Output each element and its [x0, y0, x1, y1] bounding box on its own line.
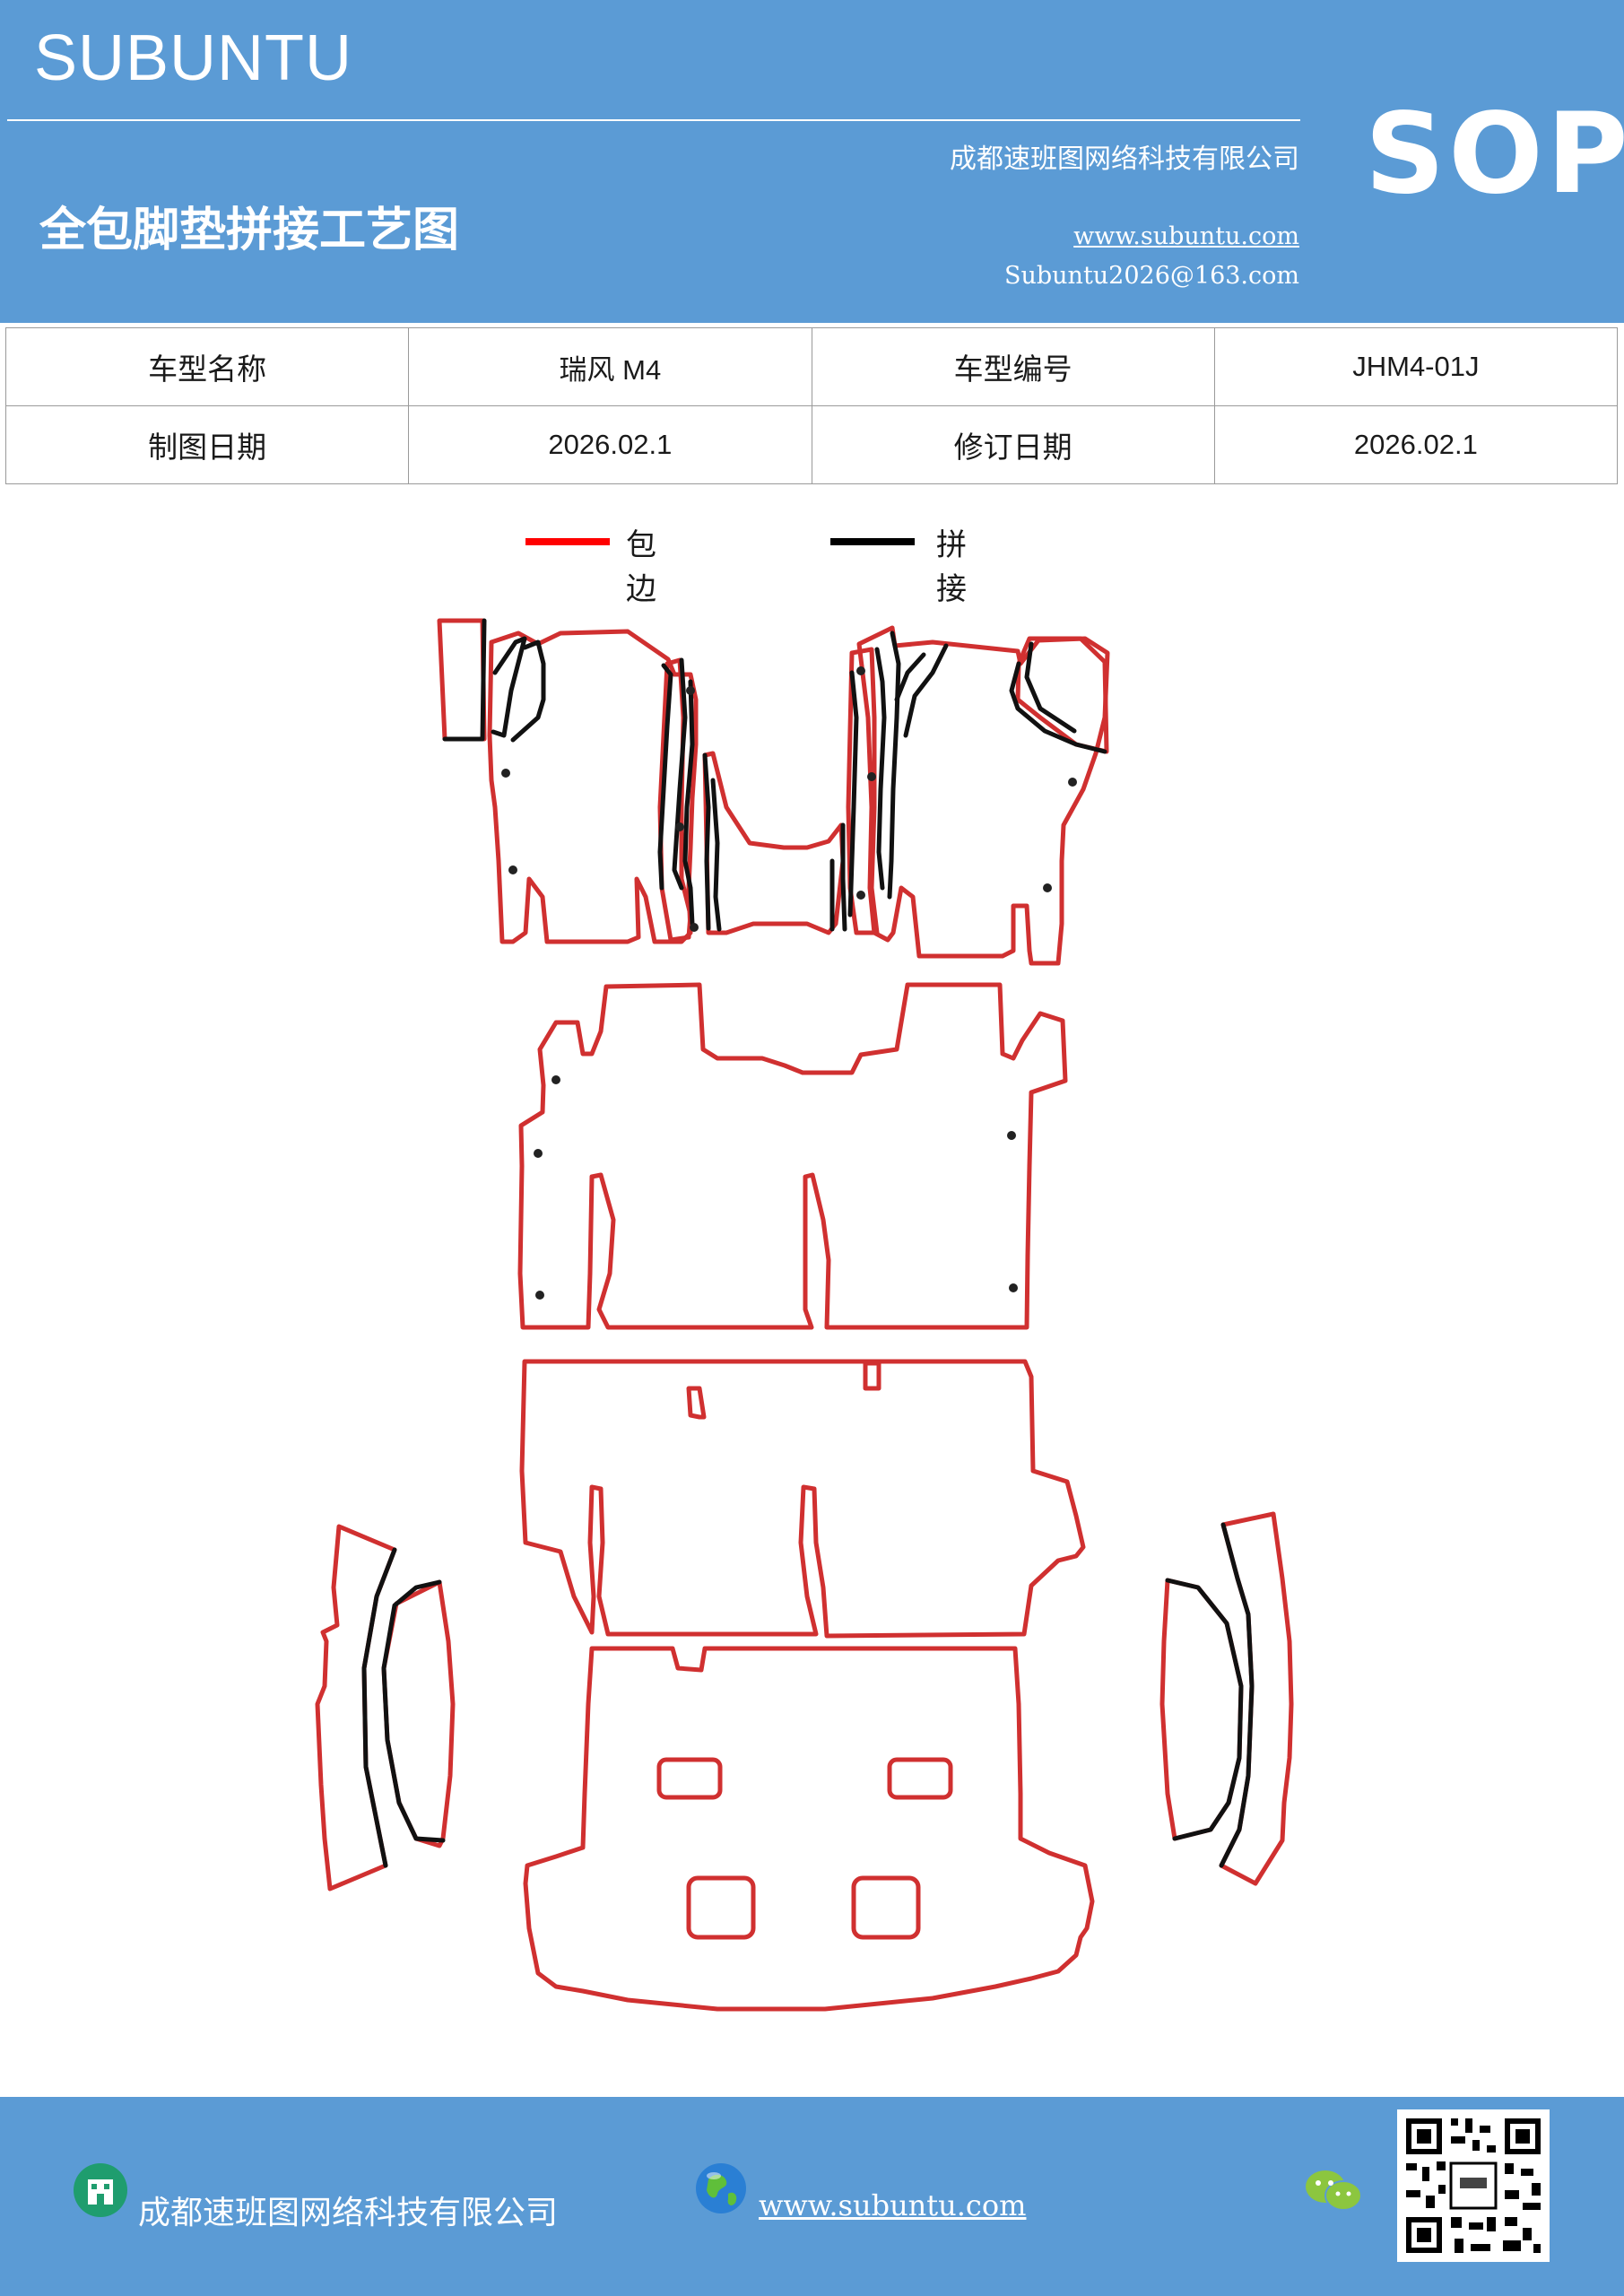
- vehicle-info-table: 车型名称 瑞风 M4 车型编号 JHM4-01J 制图日期 2026.02.1 …: [4, 327, 1619, 484]
- cargo-cutout-1: [656, 1757, 723, 1800]
- label-model-name: 车型名称: [4, 327, 410, 406]
- mat-right-side-panel: [1219, 1511, 1294, 1886]
- label-revision-date: 修订日期: [811, 405, 1215, 484]
- mat-third-row-upper-notch: [686, 1386, 707, 1420]
- seam-tunnel-right-3: [887, 631, 901, 900]
- anchor-dot: [534, 1149, 543, 1158]
- table-row: 制图日期 2026.02.1 修订日期 2026.02.1: [4, 405, 1619, 484]
- anchor-dot: [686, 686, 695, 695]
- legend-label-seam: 拼接: [936, 527, 967, 607]
- anchor-dot: [856, 666, 865, 675]
- header-company: 成都速班图网络科技有限公司: [950, 144, 1299, 175]
- header-website-link[interactable]: www.subuntu.com: [1073, 222, 1299, 250]
- anchor-dot: [535, 1291, 544, 1300]
- seam-right-side: [1219, 1522, 1255, 1868]
- cargo-cutout-2: [887, 1757, 953, 1800]
- mat-front-right: [856, 625, 1110, 966]
- seam-left-side-inner: [381, 1579, 446, 1843]
- value-model-code: JHM4-01J: [1213, 327, 1619, 406]
- mat-third-row-upper-notch-2: [863, 1361, 881, 1391]
- globe-icon: [696, 2163, 746, 2213]
- anchor-dot: [501, 769, 510, 778]
- value-revision-date: 2026.02.1: [1213, 405, 1619, 484]
- seam-tunnel-left-2: [672, 657, 688, 891]
- seam-center-left-2: [710, 778, 722, 932]
- mat-second-row: [517, 982, 1068, 1330]
- page-title: 全包脚垫拼接工艺图: [39, 203, 460, 257]
- value-model-name: 瑞风 M4: [408, 327, 812, 406]
- anchor-dot: [690, 923, 699, 932]
- brand-name: SUBUNTU: [34, 22, 353, 94]
- mat-left-side-inner: [381, 1579, 456, 1848]
- seam-front-right-2: [894, 652, 926, 702]
- seam-front-right-1: [903, 643, 949, 738]
- mat-cargo: [523, 1646, 1095, 2012]
- footer-website-link[interactable]: www.subuntu.com: [759, 2188, 1027, 2222]
- anchor-dot: [856, 891, 865, 900]
- value-draw-date: 2026.02.1: [408, 405, 812, 484]
- seam-front-left-strip: [442, 618, 487, 742]
- mat-third-row-upper: [519, 1359, 1086, 1639]
- seam-front-right-strip-2: [1024, 641, 1077, 734]
- cargo-cutout-4: [851, 1875, 921, 1940]
- label-draw-date: 制图日期: [4, 405, 410, 484]
- anchor-dot: [1007, 1131, 1016, 1140]
- seam-center-left: [702, 752, 711, 931]
- seam-front-left-2: [510, 639, 546, 743]
- cargo-cutout-3: [686, 1875, 756, 1940]
- sop-badge: SOP: [1365, 90, 1624, 219]
- seam-center-right: [840, 822, 847, 932]
- anchor-dot: [551, 1075, 560, 1084]
- anchor-dot: [1043, 883, 1052, 892]
- mat-front-left-side-strip: [437, 618, 487, 742]
- label-model-code: 车型编号: [811, 327, 1215, 406]
- seam-front-left-1: [491, 636, 527, 738]
- mat-front-left: [487, 629, 699, 944]
- building-icon: [74, 2163, 127, 2217]
- seam-front-right-strip-1: [1009, 661, 1107, 754]
- seam-left-side: [361, 1547, 397, 1868]
- mat-front-center-tunnel: [702, 751, 846, 935]
- seam-tunnel-left-3: [682, 679, 695, 926]
- anchor-dot: [508, 865, 517, 874]
- seam-tunnel-right-2: [874, 647, 887, 891]
- table-row: 车型名称 瑞风 M4 车型编号 JHM4-01J: [4, 327, 1619, 406]
- legend-red-swatch: [525, 538, 610, 545]
- seam-tunnel-right-1: [847, 670, 859, 918]
- seam-right-side-inner: [1165, 1578, 1244, 1841]
- anchor-dot: [867, 772, 876, 781]
- qr-code: [1397, 2109, 1550, 2262]
- anchor-dot: [675, 822, 684, 831]
- header-divider: [7, 119, 1300, 121]
- wechat-icon: [1306, 2170, 1362, 2211]
- legend-label-edging: 包边: [626, 527, 656, 607]
- header-email: Subuntu2026@163.com: [1004, 262, 1299, 290]
- legend-black-swatch: [830, 538, 915, 545]
- anchor-dot: [1068, 778, 1077, 787]
- anchor-dot: [1009, 1283, 1018, 1292]
- footer-company: 成都速班图网络科技有限公司: [138, 2195, 559, 2231]
- seam-tunnel-left-1: [657, 663, 673, 891]
- header-banner: SUBUNTU 成都速班图网络科技有限公司 全包脚垫拼接工艺图 www.subu…: [0, 0, 1624, 323]
